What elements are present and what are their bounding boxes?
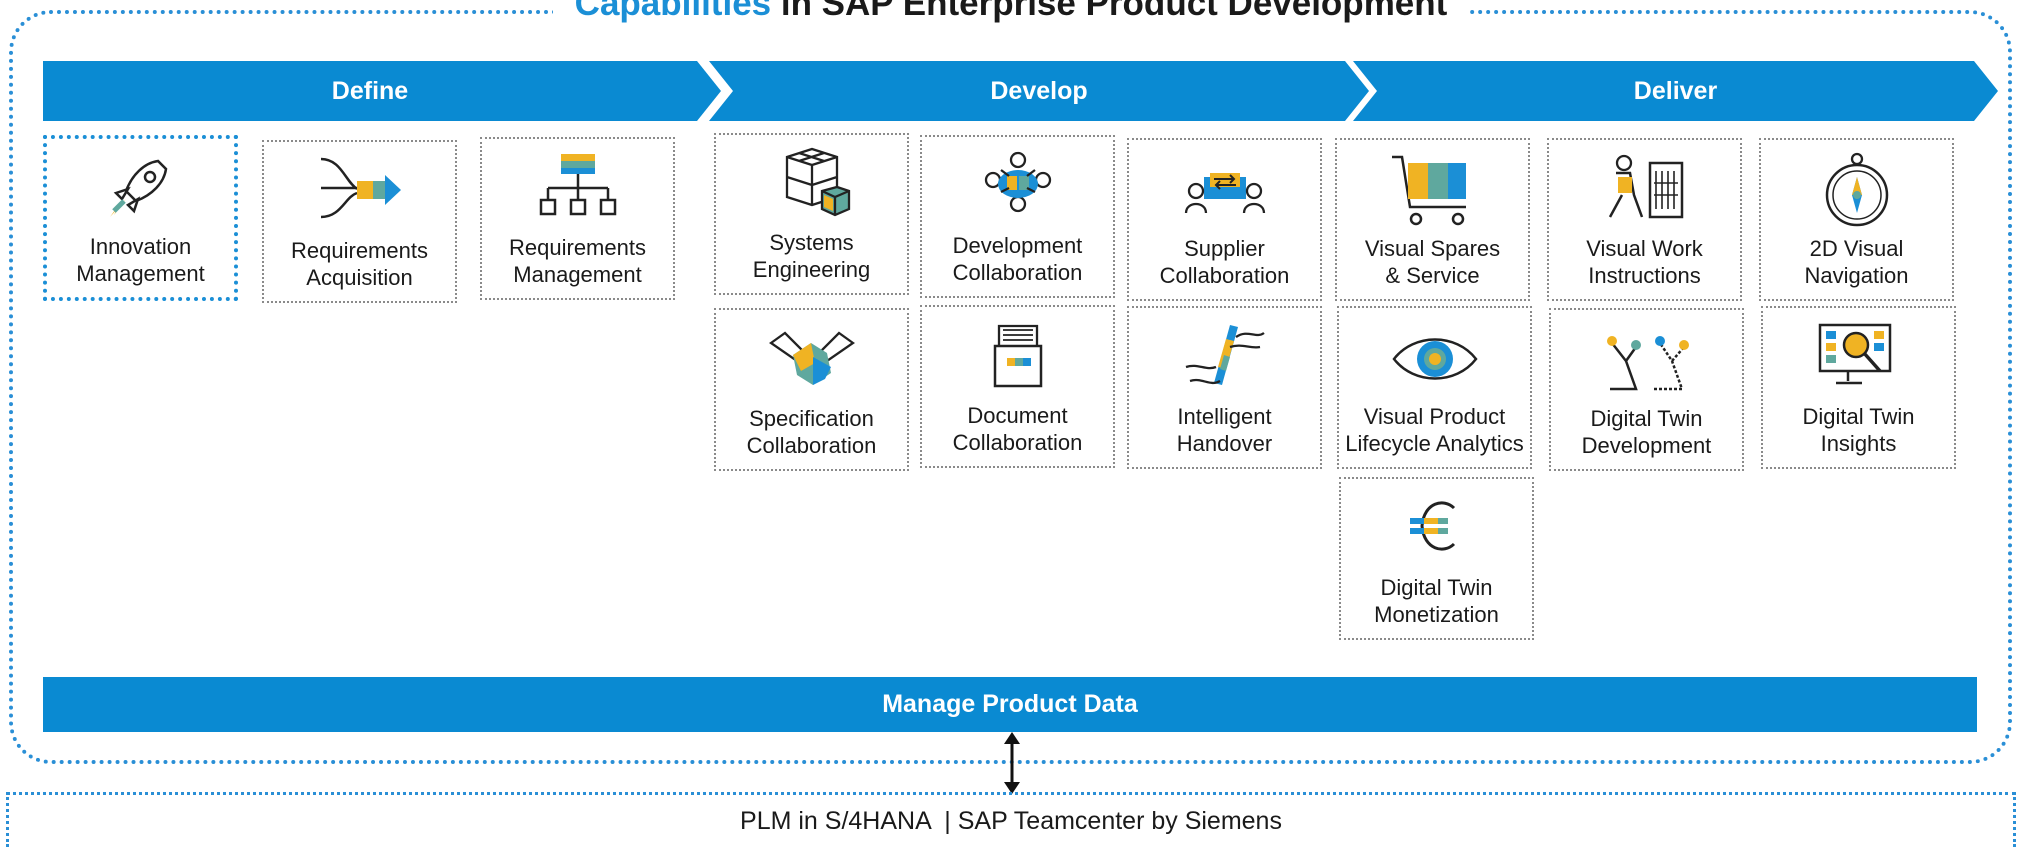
phase-deliver: Deliver [1353,61,1998,121]
tile-label: Visual Spares& Service [1364,236,1501,288]
manage-product-data-bar: Manage Product Data [43,677,1977,732]
hand-over-icon [1185,325,1265,385]
compass-icon [1825,152,1888,227]
monitor-magnifier-icon [1818,323,1891,385]
worker-icon [1608,154,1683,219]
exchange-people-icon [1184,173,1265,214]
merge-arrow-icon [320,157,401,219]
plm-systems-label: PLM in S/4HANA | SAP Teamcenter by Sieme… [740,806,1282,835]
rocket-icon [109,159,167,217]
cubes-icon [785,147,850,217]
hierarchy-icon [539,154,616,216]
plm-systems-bar: PLM in S/4HANA | SAP Teamcenter by Sieme… [6,792,2016,847]
shopping-cart-icon [1391,155,1466,226]
page-title: Capabilities in SAP Enterprise Product D… [0,0,2022,24]
phase-define: Define [43,61,721,121]
robot-arms-icon [1606,336,1689,391]
phase-develop: Develop [709,61,1369,121]
double-arrow-icon [1004,732,1020,794]
title-accent: Capabilities [574,0,772,23]
title-rest: in SAP Enterprise Product Development [780,0,1448,23]
eye-icon [1391,338,1478,380]
file-cabinet-icon [993,324,1042,388]
team-icon [984,151,1051,213]
tile-visual-spares-service[interactable]: Visual Spares& Service [1335,138,1530,301]
euro-icon [1409,501,1455,551]
handshake-icon [768,331,855,385]
phase-bar: Define Develop Deliver [43,61,1998,121]
